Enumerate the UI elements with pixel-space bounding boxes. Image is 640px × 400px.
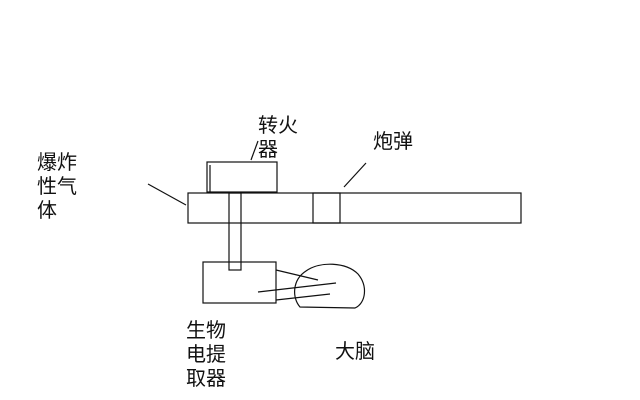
label-igniter: 转火 器 bbox=[258, 113, 298, 161]
shell-segment bbox=[312, 192, 341, 224]
barrel-tube bbox=[187, 192, 522, 224]
connector-rod bbox=[228, 192, 242, 271]
leader-igniter bbox=[250, 140, 259, 161]
label-explosive-gas: 爆炸 性气 体 bbox=[37, 150, 77, 222]
wire-1 bbox=[275, 269, 319, 281]
label-brain: 大脑 bbox=[335, 339, 375, 363]
bio-extractor-box bbox=[202, 261, 277, 304]
igniter-block bbox=[206, 161, 278, 193]
label-bio-extractor: 生物 电提 取器 bbox=[186, 318, 226, 390]
wire-2 bbox=[257, 282, 337, 293]
wire-3 bbox=[275, 293, 331, 301]
leader-explosive-gas bbox=[147, 183, 187, 206]
label-shell: 炮弹 bbox=[373, 129, 413, 153]
leader-shell bbox=[343, 162, 367, 188]
